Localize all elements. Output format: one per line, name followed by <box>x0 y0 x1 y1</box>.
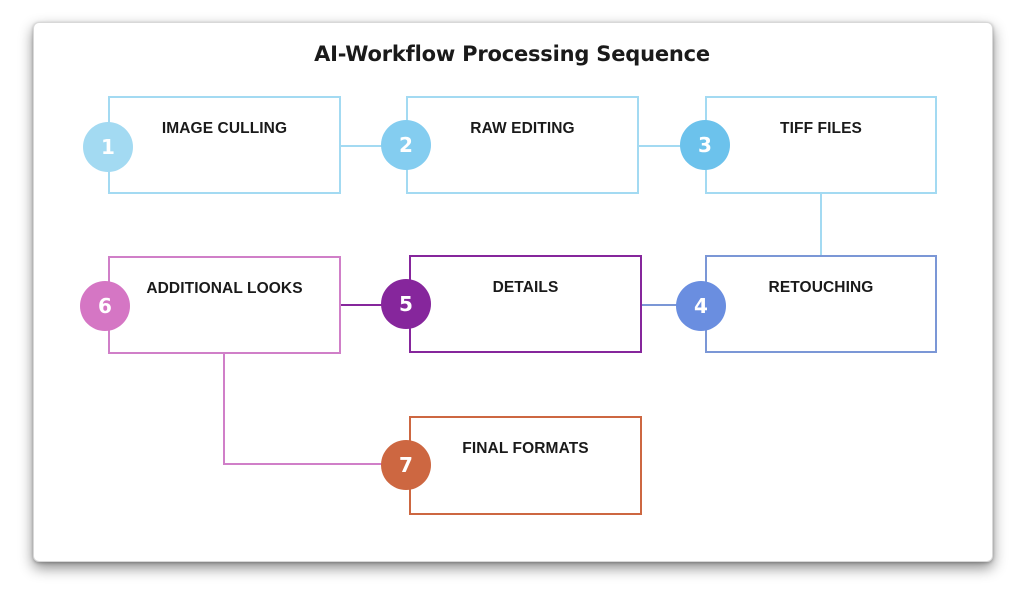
step-box-7: FINAL FORMATS <box>409 416 642 515</box>
step-label-5: DETAILS <box>492 279 559 296</box>
step-box-4: RETOUCHING <box>705 255 937 353</box>
step-number-4: 4 <box>676 281 726 331</box>
step-label-1: IMAGE CULLING <box>161 120 288 137</box>
step-number-5: 5 <box>381 279 431 329</box>
step-label-4: RETOUCHING <box>768 279 874 296</box>
step-box-5: DETAILS <box>409 255 642 353</box>
connector-1-2 <box>340 145 410 147</box>
step-label-6: ADDITIONAL LOOKS <box>146 280 303 297</box>
step-box-6: ADDITIONAL LOOKS <box>108 256 341 354</box>
connector-5-6 <box>340 304 412 306</box>
step-box-2: RAW EDITING <box>406 96 639 194</box>
step-label-7: FINAL FORMATS <box>462 440 589 457</box>
connector-3-4 <box>820 193 822 256</box>
step-number-2: 2 <box>381 120 431 170</box>
connector-6-7-vertical <box>223 353 225 465</box>
step-number-3: 3 <box>680 120 730 170</box>
step-number-7: 7 <box>381 440 431 490</box>
step-label-3: TIFF FILES <box>780 120 862 137</box>
step-number-6: 6 <box>80 281 130 331</box>
step-box-1: IMAGE CULLING <box>108 96 341 194</box>
connector-2-3 <box>638 145 708 147</box>
step-box-3: TIFF FILES <box>705 96 937 194</box>
connector-6-7-horizontal <box>223 463 409 465</box>
diagram-title: AI-Workflow Processing Sequence <box>314 42 710 66</box>
step-label-2: RAW EDITING <box>470 120 575 137</box>
step-number-1: 1 <box>83 122 133 172</box>
connector-4-5 <box>641 304 709 306</box>
